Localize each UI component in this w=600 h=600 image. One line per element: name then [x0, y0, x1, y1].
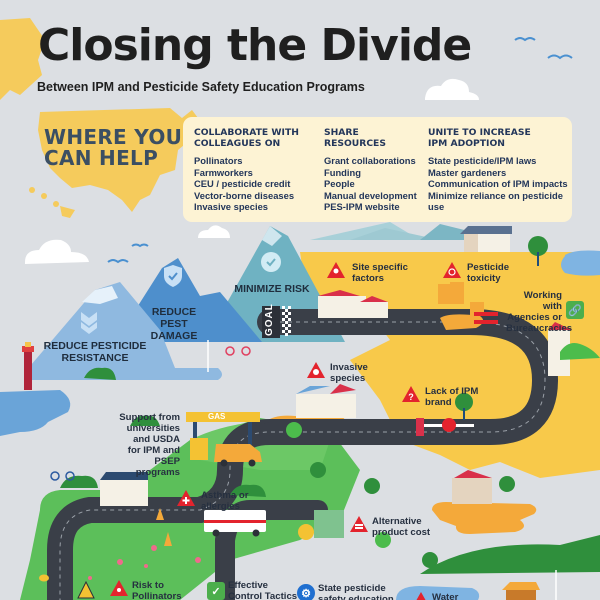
us-map-silhouette	[0, 18, 198, 218]
gas-sign: GAS	[208, 412, 226, 421]
list-item: Minimize reliance on pesticide use	[428, 189, 563, 213]
house-top-center	[460, 226, 512, 252]
list-item: Communication of IPM impacts	[428, 178, 568, 190]
clouds	[25, 78, 479, 264]
minimize-risk-label: MINIMIZE RISK	[234, 283, 310, 295]
birds	[107, 37, 573, 264]
list-item: PES-IPM website	[324, 201, 400, 213]
cost-warning-icon	[350, 516, 368, 532]
list-item: State pesticide/IPM laws	[428, 155, 537, 166]
badge-check-icon	[261, 252, 281, 272]
water-warning-icon	[416, 592, 426, 600]
list-item: Invasive species	[194, 201, 269, 213]
house-site	[318, 290, 388, 318]
heading-line: CAN HELP	[44, 146, 159, 170]
help-panel: COLLABORATE WITH COLLEAGUES ON Pollinato…	[183, 117, 572, 222]
house-right	[452, 470, 492, 504]
medical-warning-icon	[177, 490, 195, 506]
houses	[100, 226, 572, 600]
roadblock	[474, 312, 498, 324]
shield-check-icon	[164, 265, 182, 287]
flowers	[88, 545, 201, 580]
bug-warning-icon	[307, 362, 325, 378]
column-heading: COLLABORATE WITH COLLEAGUES ON	[194, 127, 299, 149]
list-item: Manual development	[324, 189, 417, 201]
lighthouse	[22, 342, 34, 390]
list-item: Funding	[324, 166, 361, 178]
page-title: Closing the Divide	[38, 20, 472, 71]
goal-checkered-flag	[262, 306, 291, 338]
water-pond	[396, 586, 480, 600]
where-you-can-help-heading: WHERE YOU CAN HELP	[44, 127, 182, 169]
gas-station	[186, 412, 262, 467]
column-heading: UNITE TO INCREASE IPM ADOPTION	[428, 127, 531, 149]
list-item: People	[324, 178, 355, 190]
water-label: Water	[432, 592, 459, 600]
unite-column: UNITE TO INCREASE IPM ADOPTION State pes…	[428, 127, 572, 213]
traffic-cones	[156, 508, 172, 546]
money-stack	[298, 510, 344, 540]
house-invasive	[296, 384, 356, 418]
bee	[39, 574, 49, 582]
ambulance	[204, 510, 266, 537]
house-left	[100, 472, 148, 506]
share-resources-column: SHARE RESOURCES Grant collaborations Fun…	[324, 127, 417, 213]
location-warning-icon	[327, 262, 345, 278]
lake-right	[561, 250, 600, 276]
caution-sign	[77, 580, 95, 599]
boom-gate	[416, 418, 474, 436]
goal-label: GOAL	[264, 303, 275, 336]
list-item: CEU / pesticide credit	[194, 178, 291, 190]
question-warning-icon: ?	[402, 386, 420, 402]
heading-line: WHERE YOU	[44, 125, 183, 149]
wind-turbines	[207, 340, 557, 600]
checkmark-icon: ✓	[207, 582, 225, 600]
double-chevron-down-icon	[81, 312, 97, 334]
pollinator-warning-icon	[110, 580, 128, 596]
list-item: Farmworkers	[194, 166, 253, 178]
lake-left	[0, 390, 71, 436]
list-item: Vector-borne diseases	[194, 189, 295, 201]
house-agencies	[548, 322, 572, 376]
gear-icon: ⚙	[297, 584, 315, 600]
column-heading: SHARE RESOURCES	[324, 127, 386, 149]
cyclists	[225, 346, 251, 356]
link-icon: 🔗	[566, 301, 584, 319]
list-item: Grant collaborations	[324, 155, 416, 166]
biohazard-warning-icon	[443, 262, 461, 278]
page-subtitle: Between IPM and Pesticide Safety Educati…	[37, 80, 365, 94]
list-item: Pollinators	[194, 155, 243, 166]
trees	[60, 236, 600, 574]
list-item: Master gardeners	[428, 166, 507, 178]
svg-text:?: ?	[408, 392, 414, 402]
collaborate-column: COLLABORATE WITH COLLEAGUES ON Pollinato…	[194, 127, 299, 213]
house-bottom-right	[502, 582, 540, 600]
